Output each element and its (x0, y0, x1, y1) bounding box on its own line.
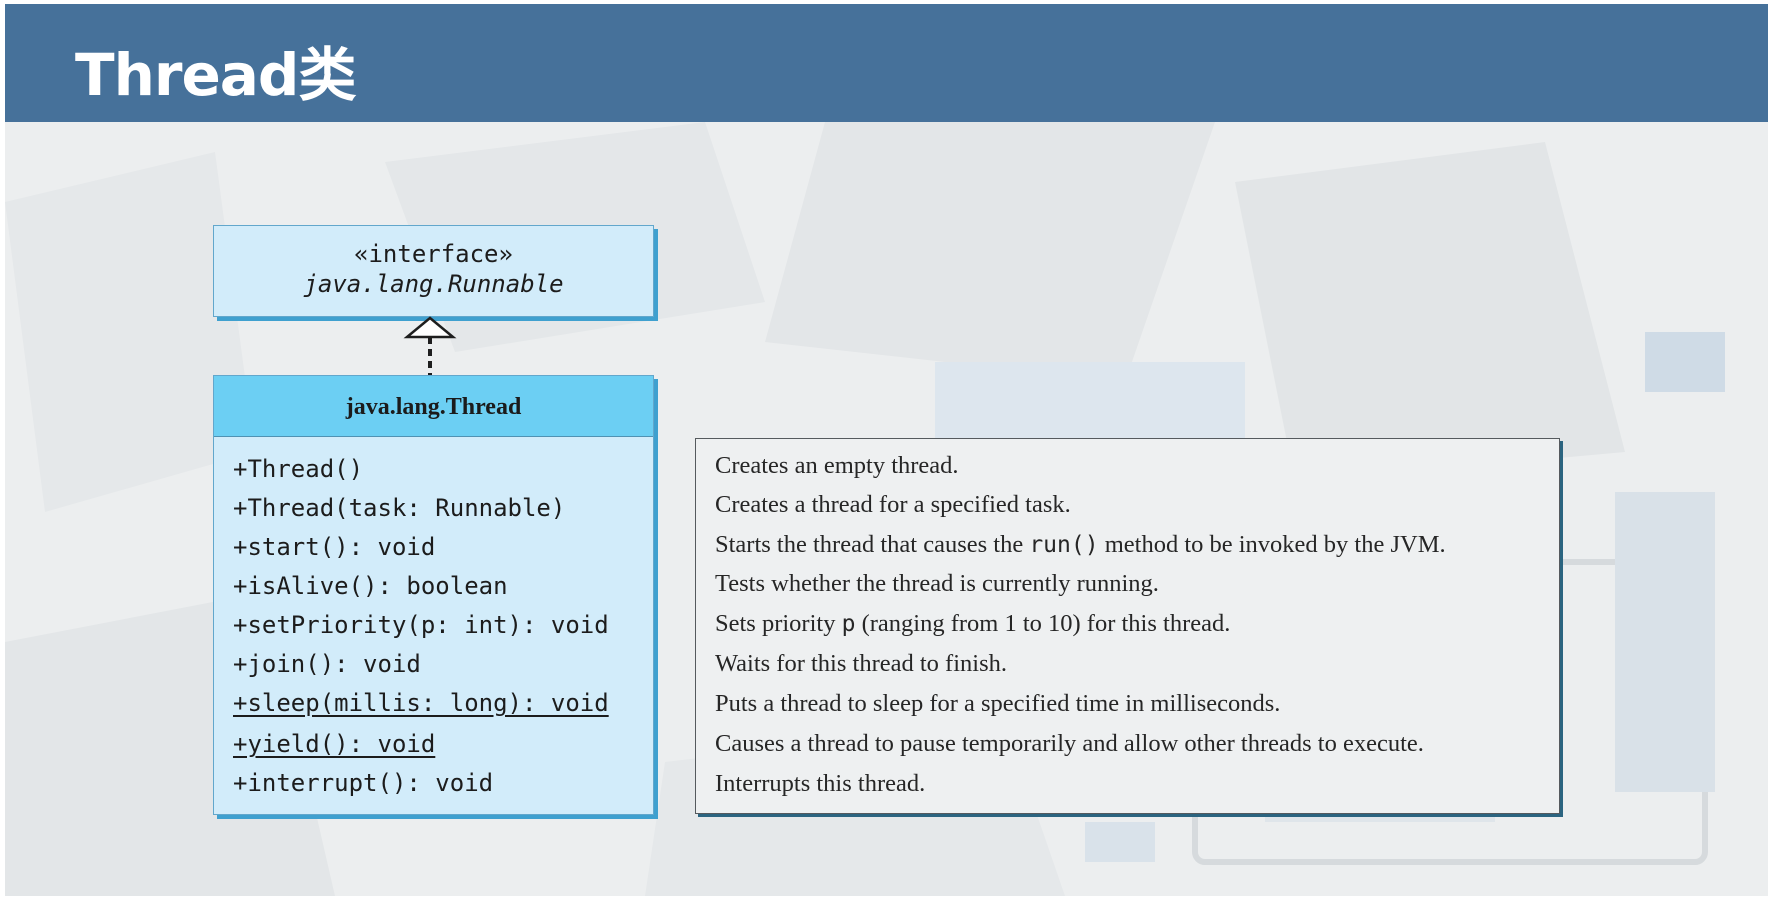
description-interrupt: Interrupts this thread. (715, 770, 926, 797)
description-thread-task: Creates a thread for a specified task. (715, 491, 1071, 518)
description-start-code: run() (1029, 532, 1099, 558)
method-interrupt: +interrupt(): void (233, 769, 494, 797)
method-thread: +Thread() (233, 455, 364, 483)
method-set-priority: +setPriority(p: int): void (233, 611, 609, 639)
class-box: java.lang.Thread +Thread() +Thread(task:… (213, 375, 654, 815)
method-thread-task: +Thread(task: Runnable) (233, 494, 566, 522)
description-set-priority-code: p (841, 611, 856, 637)
title-bar: Thread类 (5, 4, 1768, 122)
slide: Thread类 «interface» java.lang.Runnable j… (5, 4, 1768, 896)
method-sleep: +sleep(millis: long): void (233, 689, 609, 717)
slide-title: Thread类 (75, 41, 356, 109)
description-start-text: Starts the thread that causes the (715, 531, 1030, 558)
class-header: java.lang.Thread (214, 376, 653, 437)
method-start: +start(): void (233, 533, 436, 561)
interface-box: «interface» java.lang.Runnable (213, 225, 654, 317)
description-sleep: Puts a thread to sleep for a specified t… (715, 690, 1281, 717)
description-is-alive: Tests whether the thread is currently ru… (715, 570, 1159, 597)
realization-arrow (403, 316, 457, 375)
description-set-priority: Sets priority p (ranging from 1 to 10) f… (715, 604, 1230, 644)
description-set-priority-text: Sets priority (715, 610, 842, 637)
method-join: +join(): void (233, 650, 421, 678)
description-yield: Causes a thread to pause temporarily and… (715, 730, 1424, 757)
interface-stereotype: «interface» (354, 240, 513, 268)
description-thread: Creates an empty thread. (715, 452, 959, 479)
class-name: java.lang.Thread (345, 394, 522, 420)
interface-name: java.lang.Runnable (303, 270, 564, 298)
description-box: Creates an empty thread. Creates a threa… (695, 438, 1560, 814)
description-set-priority-text-end: (ranging from 1 to 10) for this thread. (855, 610, 1231, 637)
description-start: Starts the thread that causes the run() … (715, 525, 1446, 565)
method-is-alive: +isAlive(): boolean (233, 572, 508, 600)
method-yield: +yield(): void (233, 730, 436, 758)
description-join: Waits for this thread to finish. (715, 650, 1007, 677)
description-start-text-end: method to be invoked by the JVM. (1098, 531, 1446, 558)
